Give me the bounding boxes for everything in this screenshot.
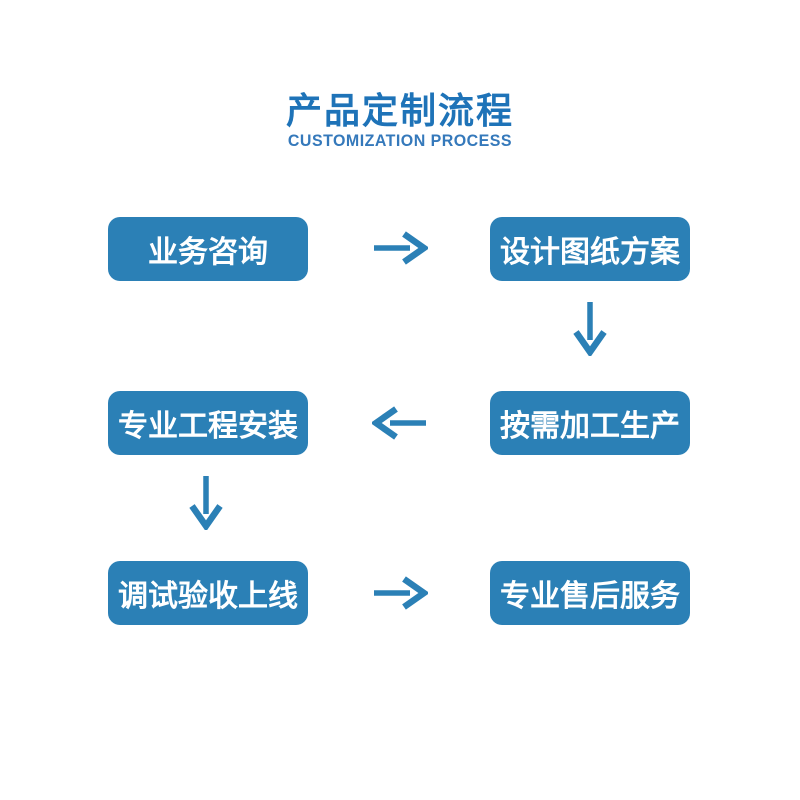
arrow-down-icon	[570, 300, 610, 356]
step-label: 设计图纸方案	[500, 236, 680, 269]
step-box-debugging-acceptance-launch: 调试验收上线	[108, 561, 308, 625]
arrow-right-icon	[372, 573, 428, 613]
step-label: 专业售后服务	[500, 580, 680, 613]
page-title: 产品定制流程	[285, 90, 514, 131]
step-label: 专业工程安装	[118, 410, 298, 443]
page-subtitle: CUSTOMIZATION PROCESS	[287, 131, 513, 150]
step-box-professional-engineering-installation: 专业工程安装	[108, 391, 308, 455]
step-label: 按需加工生产	[500, 410, 680, 443]
arrow-down-icon	[186, 474, 226, 530]
arrow-left-icon	[372, 403, 428, 443]
step-box-after-sales-service: 专业售后服务	[490, 561, 690, 625]
step-box-design-drawing-plan: 设计图纸方案	[490, 217, 690, 281]
arrow-right-icon	[372, 228, 428, 268]
step-label: 调试验收上线	[118, 580, 298, 613]
step-label: 业务咨询	[148, 236, 268, 269]
step-box-on-demand-production: 按需加工生产	[490, 391, 690, 455]
step-box-business-consulting: 业务咨询	[108, 217, 308, 281]
